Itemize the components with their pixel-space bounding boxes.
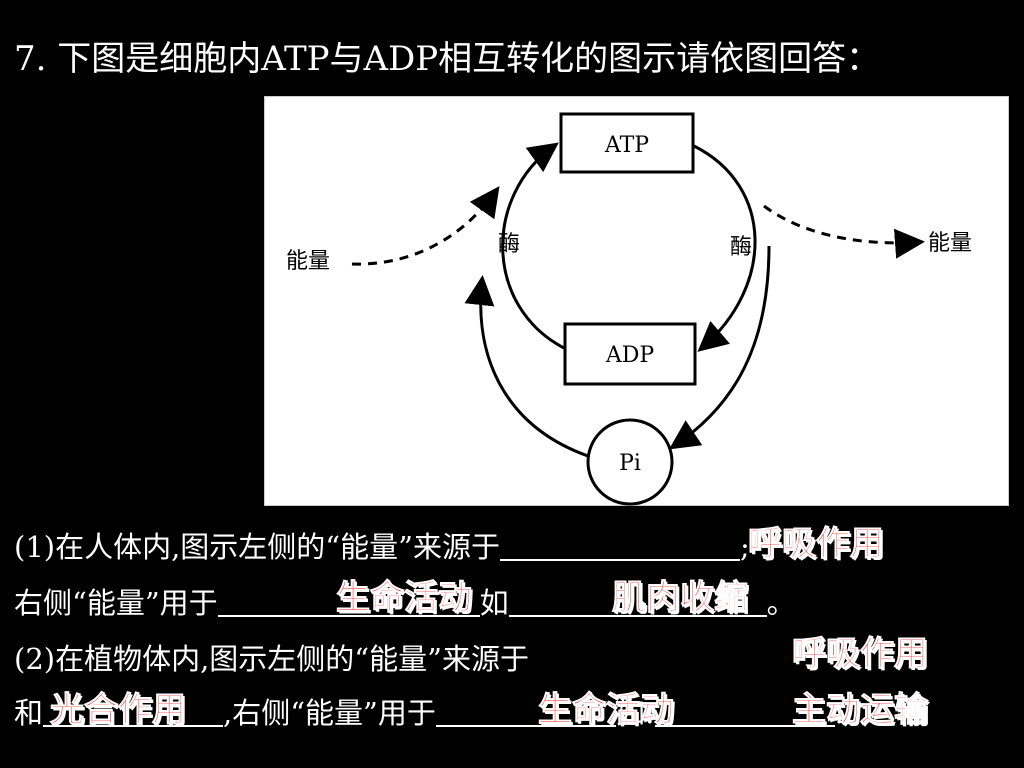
energy-in-arrow <box>351 186 500 266</box>
adp-to-atp-arrow <box>501 142 565 350</box>
q1-line1: (1)在人体内,图示左侧的“能量”来源于; <box>14 524 750 566</box>
answer-4: 呼吸作用 <box>792 634 929 675</box>
q1-line2: 右侧“能量”用于 如 。 <box>14 580 796 622</box>
svg-text:ADP: ADP <box>605 343 655 368</box>
q1-line2-text: 右侧“能量”用于 <box>14 586 218 620</box>
answer-6: 生命活动 <box>538 690 675 731</box>
q1-line2-mid: 如 <box>479 586 509 620</box>
q2-line2-mid2: 如: <box>615 696 655 730</box>
q2-line2-mid: ,右侧“能量”用于 <box>223 696 436 730</box>
q1-line2-suffix: 。 <box>766 586 796 620</box>
atp-adp-diagram: ATP ADP Pi 酶 酶 能量 能量 <box>264 96 1009 506</box>
svg-text:ATP: ATP <box>604 133 649 158</box>
q2-line1: (2)在植物体内,图示左侧的“能量”来源于 <box>14 636 529 678</box>
atp-to-adp-arrow <box>693 144 757 352</box>
q1-blank-1 <box>499 529 740 561</box>
answer-3: 肌肉收缩 <box>612 578 749 619</box>
svg-text:Pi: Pi <box>619 451 641 476</box>
q2-blank-2 <box>435 695 616 727</box>
q1-blank-2 <box>217 585 480 617</box>
answer-7: 主动运输 <box>792 690 929 731</box>
answer-5: 光合作用 <box>50 690 187 731</box>
q2-line1-text: (2)在植物体内,图示左侧的“能量”来源于 <box>14 642 529 676</box>
q2-blank-3 <box>654 695 835 727</box>
q1-line1-suffix: ; <box>739 530 750 564</box>
energy-left-label: 能量 <box>286 249 330 274</box>
q2-line2: 和 ,右侧“能量”用于 如:. <box>14 690 844 732</box>
q2-blank-1 <box>43 695 224 727</box>
enzyme-right-label: 酶 <box>730 235 752 260</box>
answer-1: 呼吸作用 <box>748 524 885 565</box>
atp-box: ATP <box>559 112 695 174</box>
energy-right-label: 能量 <box>928 231 972 256</box>
adp-box: ADP <box>563 322 697 386</box>
q2-line2-suffix: . <box>834 696 844 730</box>
q1-line1-text: (1)在人体内,图示左侧的“能量”来源于 <box>14 530 500 564</box>
pi-circle: Pi <box>586 418 674 506</box>
pi-to-atp-arrow <box>464 275 589 458</box>
energy-out-arrow <box>763 204 925 259</box>
question-title: 7. 下图是细胞内ATP与ADP相互转化的图示请依图回答： <box>14 39 881 79</box>
q2-line2-text: 和 <box>14 696 44 730</box>
answer-2: 生命活动 <box>336 578 473 619</box>
atp-to-pi-arrow <box>669 245 771 450</box>
enzyme-left-label: 酶 <box>498 232 520 257</box>
q1-blank-3 <box>508 585 767 617</box>
